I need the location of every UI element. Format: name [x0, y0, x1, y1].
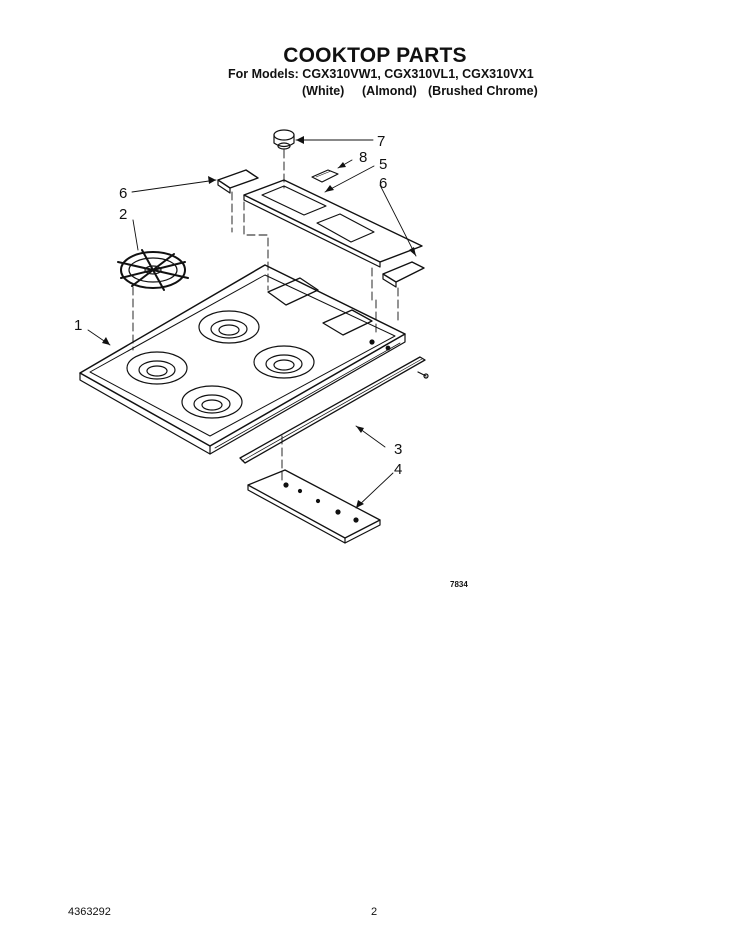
callout-7: 7 [377, 133, 385, 150]
callout-6-right: 6 [379, 175, 387, 192]
figure-number: 7834 [450, 580, 468, 589]
finish-white: (White) [302, 84, 345, 98]
callout-8: 8 [359, 149, 367, 166]
callout-2: 2 [119, 206, 127, 223]
callout-3: 3 [394, 441, 402, 458]
page-title: COOKTOP PARTS [283, 44, 467, 67]
nameplate-badge [311, 169, 339, 183]
control-panel-trim [243, 179, 423, 268]
callout-1: 1 [74, 317, 82, 334]
callout-6-left: 6 [119, 185, 127, 202]
document-number: 4363292 [68, 906, 111, 918]
finish-almond: (Almond) [362, 84, 417, 98]
leader-arrowheads [102, 136, 416, 508]
support-plate [247, 469, 381, 544]
page-number: 2 [371, 906, 378, 918]
cooktop-main-top [79, 264, 406, 455]
burner-rear-left [198, 310, 260, 344]
models-line: For Models: CGX310VW1, CGX310VL1, CGX310… [228, 67, 534, 81]
control-knob [273, 129, 295, 150]
end-trim-right [382, 261, 425, 288]
front-rail [239, 356, 429, 464]
burner-front-left [126, 351, 188, 385]
end-trim-left [217, 169, 259, 194]
callout-4: 4 [394, 461, 402, 478]
burner-front-right [181, 385, 243, 419]
burner-grate [117, 249, 189, 291]
callout-5: 5 [379, 156, 387, 173]
finish-brushed-chrome: (Brushed Chrome) [428, 84, 538, 98]
burner-rear-right [253, 345, 315, 379]
